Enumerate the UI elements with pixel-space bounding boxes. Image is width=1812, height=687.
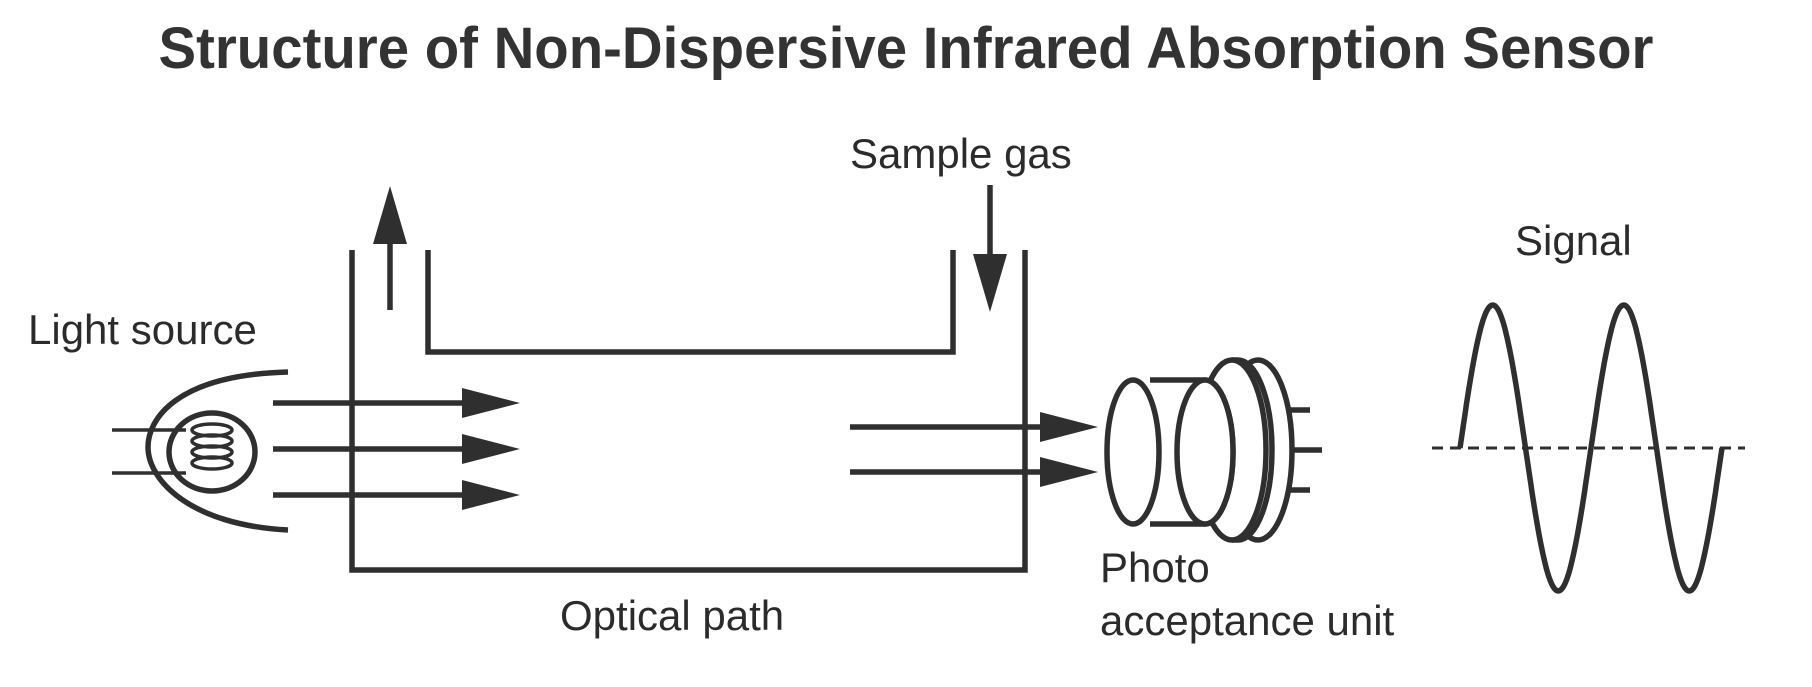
gas-inlet-arrow <box>973 185 1007 312</box>
photo-label-line2: acceptance unit <box>1100 597 1395 644</box>
light-rays-detector <box>850 412 1098 487</box>
filament-coil-icon <box>190 422 234 471</box>
optical-path-label: Optical path <box>560 592 784 639</box>
photo-label-line1: Photo <box>1100 544 1210 591</box>
light-source-lamp <box>112 369 289 533</box>
signal-label: Signal <box>1515 217 1632 264</box>
light-rays-source <box>273 388 520 510</box>
diagram-title: Structure of Non-Dispersive Infrared Abs… <box>159 16 1654 81</box>
photo-detector <box>1104 357 1322 543</box>
signal-waveform <box>1432 302 1745 594</box>
sample-gas-label: Sample gas <box>850 130 1072 177</box>
gas-cell <box>349 250 1028 573</box>
gas-outlet-arrow <box>373 186 407 310</box>
light-source-label: Light source <box>28 306 257 353</box>
